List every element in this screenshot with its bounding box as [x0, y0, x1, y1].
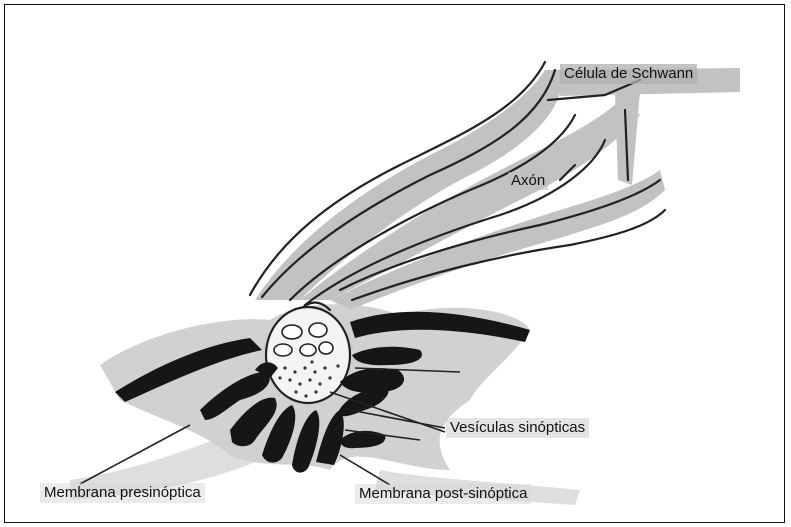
postsynaptic-membrane-label: Membrana post-sinóptica: [355, 484, 531, 504]
schwann-cell-label: Célula de Schwann: [560, 64, 697, 84]
postsynaptic-leader-2: [340, 455, 390, 485]
presynaptic-membrane-label: Membrana presinóptica: [40, 483, 205, 503]
presynaptic-terminal: [266, 307, 350, 403]
synaptic-vesicles-label: Vesículas sinópticas: [446, 418, 589, 438]
axon-label: Axón: [508, 172, 548, 190]
schwann-sheath-shading: [255, 68, 740, 310]
